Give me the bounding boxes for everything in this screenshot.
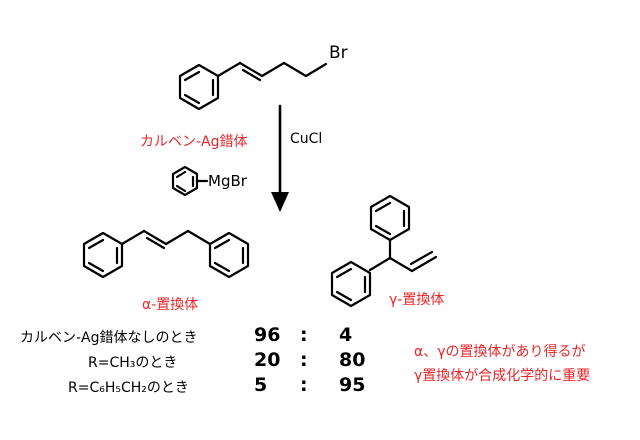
- row-alpha-value: 5: [254, 374, 268, 396]
- catalyst-label: カルベン-Ag錯体: [140, 134, 248, 150]
- row-gamma-value: 80: [339, 349, 366, 371]
- gamma-product-molecule: [330, 194, 438, 308]
- selectivity-note: α、γの置換体があり得るが γ置換体が合成化学的に重要: [414, 340, 590, 388]
- mgbr-label: MgBr: [208, 172, 247, 190]
- row-gamma-value: 4: [339, 324, 353, 346]
- row-condition: カルベン-Ag錯体なしのとき: [20, 330, 198, 346]
- note-line-2: γ置換体が合成化学的に重要: [414, 368, 591, 384]
- reaction-arrow: [271, 104, 289, 212]
- gamma-product-label: γ-置換体: [389, 292, 445, 308]
- alpha-product-label: α-置換体: [142, 297, 199, 313]
- cucl-label: CuCl: [290, 131, 323, 147]
- row-alpha-value: 20: [254, 349, 281, 371]
- reactant-double-bond: [238, 61, 264, 78]
- row-separator: :: [300, 324, 308, 346]
- bromine-label: Br: [329, 43, 348, 63]
- row-gamma-value: 95: [339, 374, 366, 396]
- reactant-chain: [216, 61, 242, 78]
- row-condition: R=CH₃のとき: [88, 355, 178, 371]
- alpha-product-molecule: [82, 229, 250, 279]
- row-condition: R=C₆H₅CH₂のとき: [68, 380, 189, 396]
- row-separator: :: [300, 349, 308, 371]
- row-separator: :: [300, 374, 308, 396]
- grignard-phenyl-ring: [171, 165, 209, 197]
- row-alpha-value: 96: [254, 324, 281, 346]
- reactant-molecule: [178, 61, 328, 111]
- note-line-1: α、γの置換体があり得るが: [414, 344, 586, 360]
